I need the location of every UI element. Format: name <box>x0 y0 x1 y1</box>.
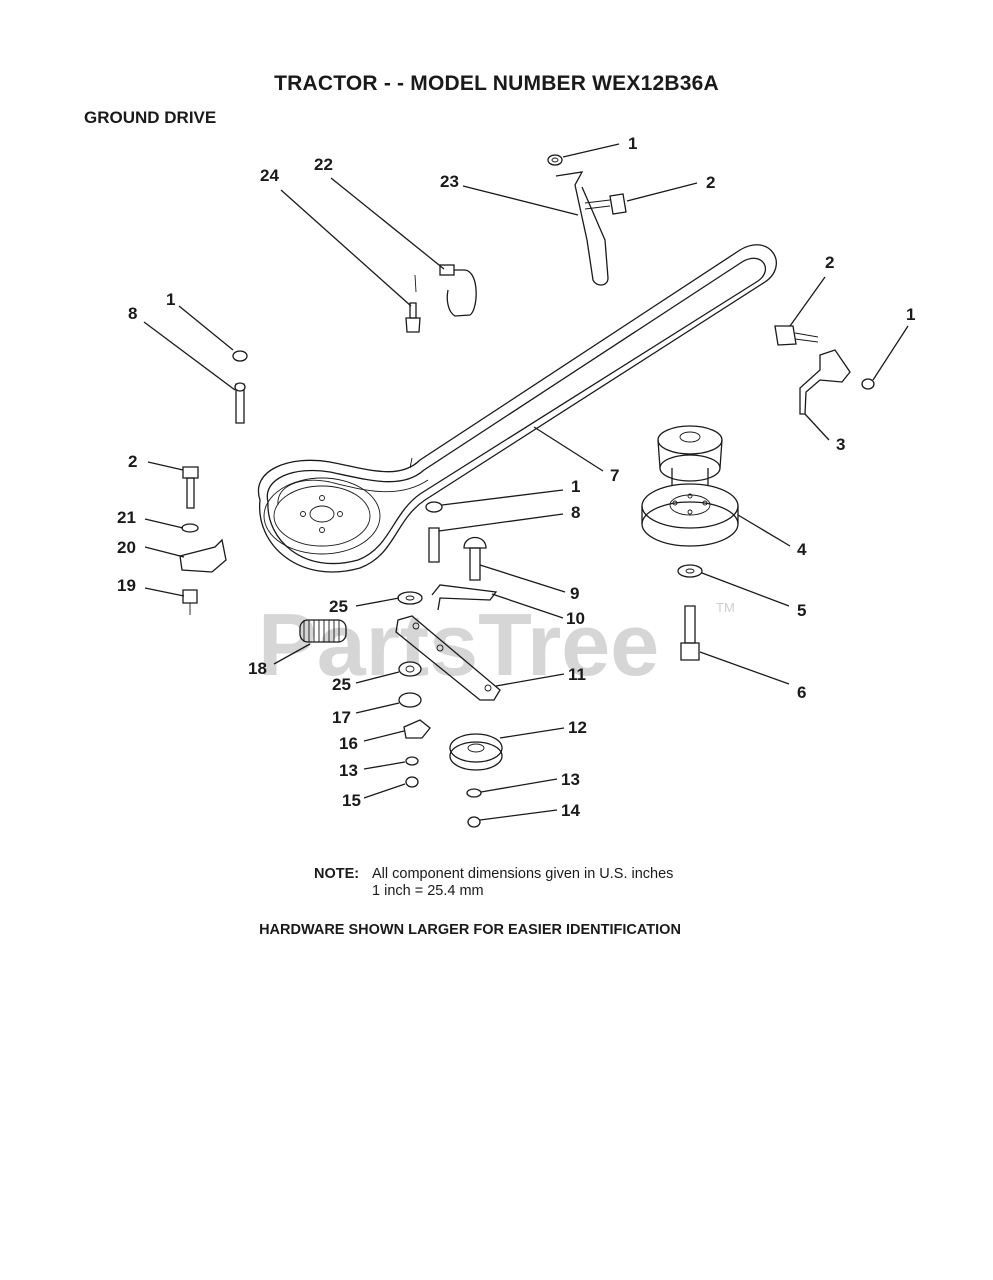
callout-5: 5 <box>797 601 806 620</box>
part-19-nut <box>182 589 198 615</box>
watermark: PartsTree TM <box>258 595 735 694</box>
part-21-washer <box>181 523 199 533</box>
part-4-pulley <box>641 425 739 547</box>
callout-4: 4 <box>797 540 807 559</box>
part-25-washer-bottom <box>398 661 422 677</box>
part-18-spring <box>299 619 347 643</box>
part-2-bolt-left <box>182 466 199 509</box>
part-8-stud-left <box>232 350 248 424</box>
callout-18: 18 <box>248 659 267 678</box>
leader-lines <box>143 143 909 821</box>
callout-16: 16 <box>339 734 358 753</box>
callout-numbers: 1 2 23 24 22 1 8 2 1 3 7 2 1 8 4 21 20 1… <box>117 134 915 820</box>
callout-8: 8 <box>128 304 137 323</box>
part-24-bolt <box>405 302 421 333</box>
callout-2: 2 <box>706 173 715 192</box>
callout-2: 2 <box>128 452 137 471</box>
part-9-carriage-bolt <box>463 536 487 581</box>
part-13-washer-left <box>405 756 419 766</box>
callout-14: 14 <box>561 801 580 820</box>
note-label: NOTE: <box>314 866 360 882</box>
note-line-1: All component dimensions given in U.S. i… <box>372 866 674 882</box>
part-8-stud-center <box>425 501 443 563</box>
callout-25: 25 <box>329 597 348 616</box>
watermark-text: PartsTree <box>258 595 659 694</box>
part-22-clip <box>414 264 477 317</box>
callout-2: 2 <box>825 253 834 272</box>
note-line-2: 1 inch = 25.4 mm <box>372 883 484 899</box>
part-11-idler-arm <box>395 615 501 701</box>
callout-1: 1 <box>166 290 175 309</box>
watermark-tm: TM <box>716 600 735 615</box>
callout-23: 23 <box>440 172 459 191</box>
section-title: GROUND DRIVE <box>84 108 217 127</box>
callout-20: 20 <box>117 538 136 557</box>
part-13-washer-right <box>466 788 482 798</box>
page-title: TRACTOR - - MODEL NUMBER WEX12B36A <box>274 72 719 95</box>
callout-1: 1 <box>571 477 580 496</box>
callout-17: 17 <box>332 708 351 727</box>
callout-13: 13 <box>561 770 580 789</box>
callout-1: 1 <box>628 134 637 153</box>
part-16-clip <box>403 719 431 739</box>
note: NOTE: All component dimensions given in U… <box>314 866 673 900</box>
callout-13: 13 <box>339 761 358 780</box>
callout-15: 15 <box>342 791 361 810</box>
callout-8: 8 <box>571 503 580 522</box>
part-belt <box>257 244 777 573</box>
part-23-bracket <box>547 154 627 286</box>
callout-7: 7 <box>610 466 619 485</box>
callout-1: 1 <box>906 305 915 324</box>
callout-22: 22 <box>314 155 333 174</box>
part-14-nut <box>467 816 481 828</box>
callout-21: 21 <box>117 508 136 527</box>
callout-12: 12 <box>568 718 587 737</box>
part-20-bracket <box>179 538 227 573</box>
callout-3: 3 <box>836 435 845 454</box>
part-10-bracket <box>431 584 498 611</box>
callout-10: 10 <box>566 609 585 628</box>
part-25-washer-top <box>397 591 423 605</box>
part-3-bracket <box>774 325 875 415</box>
part-15-nut <box>405 776 419 788</box>
callout-19: 19 <box>117 576 136 595</box>
callout-6: 6 <box>797 683 806 702</box>
part-rear-pulley <box>263 477 381 555</box>
part-5-washer <box>677 564 703 578</box>
callout-25: 25 <box>332 675 351 694</box>
callout-24: 24 <box>260 166 279 185</box>
callout-9: 9 <box>570 584 579 603</box>
callout-11: 11 <box>568 665 586 684</box>
part-6-bolt <box>680 605 700 661</box>
part-12-idler-pulley <box>449 733 503 771</box>
part-17-spacer <box>398 692 422 708</box>
hardware-note: HARDWARE SHOWN LARGER FOR EASIER IDENTIF… <box>259 922 681 938</box>
note-text: All component dimensions given in U.S. i… <box>372 866 673 900</box>
